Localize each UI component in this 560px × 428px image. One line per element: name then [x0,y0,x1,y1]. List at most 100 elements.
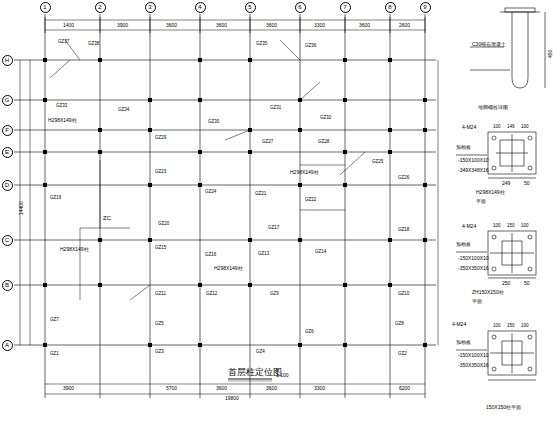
axis-number: 9 [423,4,426,10]
dimension-text: 1400 [63,23,74,28]
dimension-text: 3900 [63,386,74,391]
column-tag: GZ20 [158,222,169,227]
axis-bubble: C [2,235,13,246]
grid-line [390,17,391,33]
column-tag: GZ2 [398,352,407,357]
column-mark [298,183,302,187]
column-mark [388,150,392,154]
dimension-text: 5700 [166,386,177,391]
column-mark [43,98,47,102]
column-tag: GZ8 [395,322,404,327]
dimension-text: 3900 [117,23,128,28]
column-tag: GZ21 [255,192,266,197]
grid-line [300,17,301,33]
column-mark [148,238,152,242]
note-text: 150 [507,324,515,329]
dimension-text: 3600 [266,23,277,28]
grid-line [14,285,436,286]
column-tag: GZ37 [58,40,69,45]
grid-line [14,100,436,101]
column-mark [423,238,427,242]
grid-line [345,14,346,398]
column-tag: GZ35 [256,42,267,47]
column-mark [343,150,347,154]
column-tag: GZ12 [206,292,217,297]
axis-bubble: E [2,147,13,158]
axis-bubble: 4 [195,2,206,13]
dimension-text: 3600 [216,386,227,391]
note-text: 100 [493,125,501,130]
axis-number: 5 [248,4,251,10]
column-tag: GZ7 [50,318,59,323]
column-mark [423,98,427,102]
dimension-text: 3600 [359,23,370,28]
axis-number: C [5,237,9,243]
column-mark [43,58,47,62]
column-tag: GZ23 [155,170,166,175]
column-mark [298,238,302,242]
grid-line [100,14,101,398]
grid-line [250,14,251,398]
column-tag: GZ1 [50,352,59,357]
axis-bubble: F [2,125,13,136]
note-text: 50 [524,281,530,286]
dimension-text: 3600 [216,23,227,28]
column-mark [98,283,102,287]
dimension-text: 3300 [314,23,325,28]
column-mark [423,183,427,187]
axis-number: 8 [388,4,391,10]
column-tag: GZ4 [256,350,265,355]
dimension-text: 14400 [19,201,24,215]
column-tag: GZ16 [205,253,216,258]
note-text: 450 [548,50,553,58]
note-text: 平面 [476,199,486,204]
grid-line [100,17,101,33]
column-mark [423,128,427,132]
column-mark [248,150,252,154]
grid-line [200,14,201,398]
axis-number: 4 [198,4,201,10]
column-tag: GZ10 [398,292,409,297]
axis-number: 7 [343,4,346,10]
column-mark [98,58,102,62]
grid-line [150,14,151,398]
axis-number: 3 [148,4,151,10]
column-mark [198,343,202,347]
axis-bubble: 9 [420,2,431,13]
axis-bubble: 1 [40,2,51,13]
column-tag: GZ11 [155,292,166,297]
column-mark [343,98,347,102]
column-mark [343,58,347,62]
note-text: 平面 [472,299,482,304]
note-text: -150X100X10 [458,353,489,358]
note-text: 100 [521,125,529,130]
axis-bubble: G [2,95,13,106]
axis-number: H [5,57,9,63]
grid-line [425,17,426,33]
grid-line [14,152,436,153]
column-tag: GZ5 [155,322,164,327]
note-text: -150X100X10 [458,256,489,261]
axis-bubble: B [2,280,13,291]
axis-bubble: A [2,340,13,351]
axis-bubble: H [2,55,13,66]
column-mark [98,238,102,242]
column-mark [198,183,202,187]
grid-line [14,345,436,346]
column-mark [298,128,302,132]
note-text: ZC [103,215,111,221]
note-text: ZH150X150柱 [472,290,504,295]
grid-line [425,14,426,398]
column-mark [98,150,102,154]
column-tag: GZ31 [270,106,281,111]
column-tag: GZ36 [305,44,316,49]
column-mark [198,58,202,62]
note-text: H298X149柱 [60,247,89,252]
axis-bubble: 7 [340,2,351,13]
grid-line [300,14,301,398]
column-tag: GZ27 [262,140,273,145]
column-tag: GZ29 [155,136,166,141]
column-mark [388,238,392,242]
column-mark [248,283,252,287]
grid-line [250,17,251,33]
